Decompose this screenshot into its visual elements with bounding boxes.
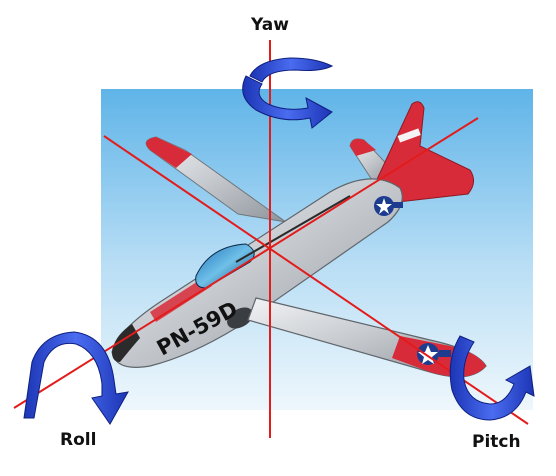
airplane (111, 101, 487, 378)
pitch-label: Pitch (472, 432, 521, 452)
pitch-rotation-arrow-icon (449, 335, 535, 421)
roll-label: Roll (60, 430, 97, 450)
roll-rotation-arrow-icon (23, 331, 129, 425)
tail-marking (397, 128, 421, 143)
left-stabilizer-tip (350, 138, 376, 156)
yaw-rotation-arrow-icon (242, 57, 334, 129)
fuselage-stripe (235, 195, 351, 263)
left-wing-tip (146, 137, 192, 168)
fuselage-insignia (374, 196, 403, 216)
yaw-label: Yaw (251, 15, 289, 35)
engine-intake (227, 307, 253, 329)
roll-axis-line (13, 117, 479, 409)
nose-stripe (150, 276, 212, 322)
